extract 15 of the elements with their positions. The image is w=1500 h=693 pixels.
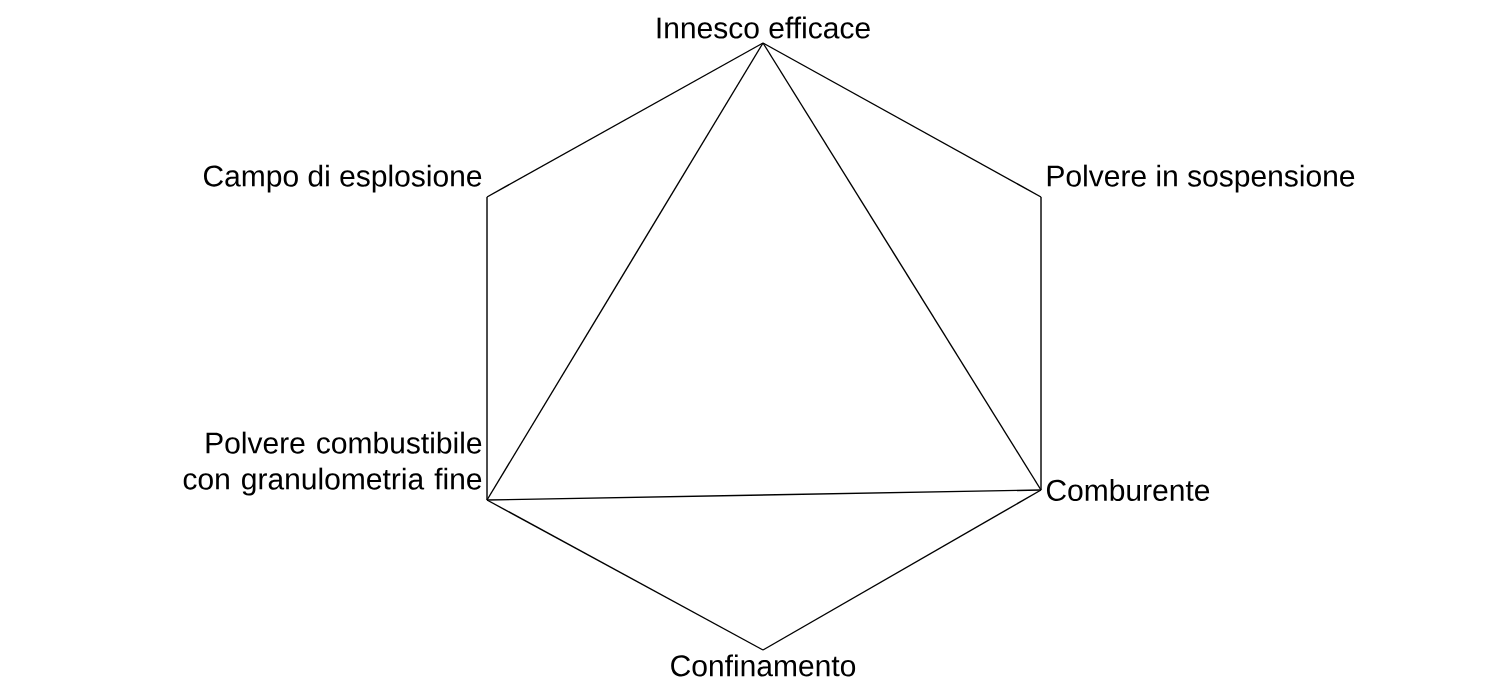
line — [762, 489, 1042, 651]
line — [762, 42, 1042, 491]
vertex-label: Comburente — [1046, 479, 1210, 501]
line — [486, 42, 764, 198]
line — [486, 489, 1042, 501]
line — [486, 499, 764, 651]
line — [486, 196, 488, 501]
line — [1040, 196, 1042, 491]
vertex-label: Innesco efficace — [657, 16, 870, 39]
vertex-label: Confinamento — [671, 654, 856, 677]
vertex-label: Campo di esplosione — [204, 164, 482, 193]
line — [486, 42, 764, 501]
vertex-label: Polvere in sospensione — [1047, 164, 1355, 193]
line — [762, 42, 1042, 198]
vertex-label: Polvere combustibile con granulometria fine — [183, 431, 482, 496]
